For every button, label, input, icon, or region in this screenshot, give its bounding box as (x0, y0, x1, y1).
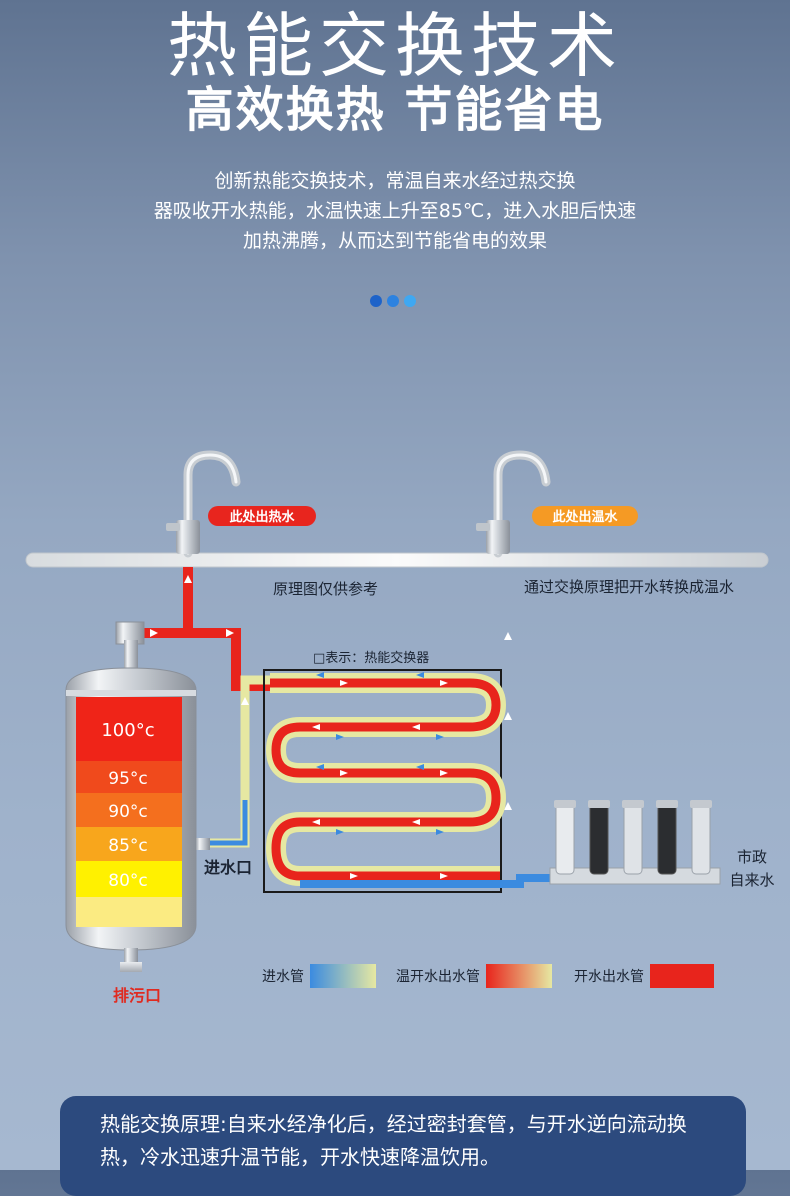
tank-temp-95: 95°c (108, 769, 147, 789)
counter-flow-arrows (316, 672, 444, 835)
filter-cartridge (656, 800, 678, 875)
warm-water-badge (532, 506, 638, 526)
tank-inlet-pipe (205, 675, 270, 848)
reference-note: 原理图仅供参考 (273, 580, 378, 598)
tank-zone-85 (76, 827, 182, 861)
dot (387, 295, 399, 307)
legend-hot-label: 开水出水管 (574, 969, 644, 985)
drain-label: 排污口 (113, 986, 161, 1005)
warm-water-badge-label: 此处出温水 (552, 509, 618, 525)
filter-cartridge (588, 800, 610, 875)
flow-arrows (312, 680, 448, 879)
boiling-water-pipe (130, 567, 270, 691)
exchanger-coil-inner (270, 678, 501, 881)
legend-warm-label: 温开水出水管 (396, 969, 480, 985)
intro-line: 器吸收开水热能，水温快速上升至85℃，进入水胆后快速 (153, 200, 637, 222)
tank-zone-95 (76, 761, 182, 793)
page-subtitle: 高效换热 节能省电 (185, 82, 605, 138)
tank-zone-90 (76, 793, 182, 827)
tank-zone-cold (76, 897, 182, 927)
inlet-label: 进水口 (204, 858, 252, 877)
legend-hot-swatch (650, 964, 714, 988)
principle-note-line: 热能交换原理:自来水经净化后，经过密封套管，与开水逆向流动换 (100, 1112, 687, 1136)
dot (370, 295, 382, 307)
heat-exchange-diagram: 此处出热水 此处出温水 原理图仅供参考 通过交换原理把开水转换成温水 □表示：热… (25, 450, 775, 1005)
counter-top (25, 552, 769, 568)
filter-cartridge (690, 800, 712, 875)
dot (404, 295, 416, 307)
intro-line: 创新热能交换技术，常温自来水经过热交换 (214, 170, 576, 192)
tank-zone-80 (76, 861, 182, 897)
legend-inlet-label: 进水管 (262, 969, 304, 985)
pagination-dots (370, 295, 416, 307)
exchanger-coil-outer (266, 673, 506, 886)
tank-zone-100 (76, 697, 182, 761)
tank-temp-90: 90°c (108, 802, 147, 822)
exchanger-legend-note: □表示：热能交换器 (313, 650, 429, 666)
page-title: 热能交换技术 (167, 5, 623, 87)
legend-warm-swatch (486, 964, 552, 988)
legend-inlet-swatch (310, 964, 376, 988)
principle-note: 热能交换原理:自来水经净化后，经过密封套管，与开水逆向流动换 热，冷水迅速升温节… (100, 1108, 720, 1174)
hot-water-faucet[interactable] (166, 450, 241, 558)
filter-system (549, 800, 721, 885)
hot-water-badge-label: 此处出热水 (229, 509, 295, 525)
municipal-label-line2: 自来水 (729, 871, 774, 889)
tank-temp-80: 80°c (108, 871, 147, 891)
tank-temp-100: 100°c (101, 720, 154, 741)
intro-line: 加热沸腾，从而达到节能省电的效果 (242, 230, 547, 252)
filter-cartridge (622, 800, 644, 875)
exchange-note: 通过交换原理把开水转换成温水 (524, 578, 734, 596)
municipal-label-line1: 市政 (737, 848, 767, 866)
principle-note-line: 热，冷水迅速升温节能，开水快速降温饮用。 (100, 1145, 500, 1169)
warm-water-faucet[interactable] (476, 450, 551, 558)
hot-water-badge (208, 506, 316, 526)
intro-paragraph: 创新热能交换技术，常温自来水经过热交换 器吸收开水热能，水温快速上升至85℃，进… (95, 166, 695, 256)
filter-cartridge (554, 800, 576, 875)
tank-temp-85: 85°c (108, 836, 147, 856)
